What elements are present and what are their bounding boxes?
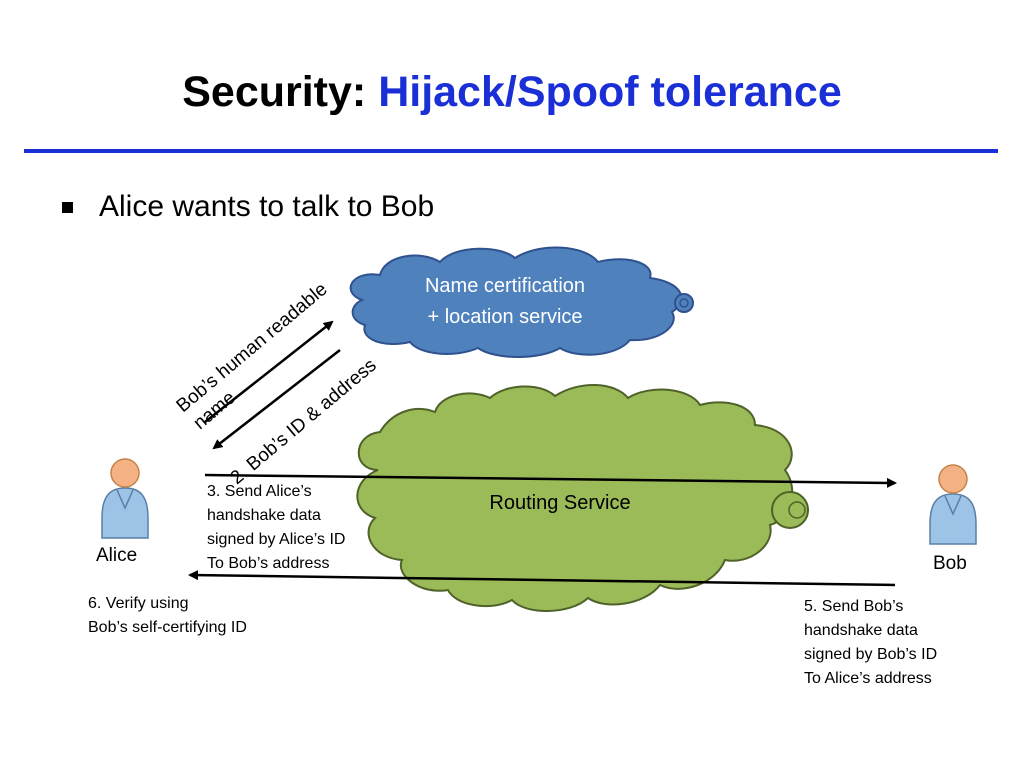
step5-line: 5. Send Bob’s <box>804 598 904 615</box>
title-accent: Hijack/Spoof tolerance <box>378 68 842 116</box>
arrow-alice-to-bob <box>204 473 897 488</box>
alice-person-icon <box>101 458 149 539</box>
square-bullet-icon <box>62 201 73 213</box>
step3-line: handshake data <box>207 507 321 524</box>
step5-line: signed by Bob’s ID <box>804 646 938 663</box>
bullet-text: Alice wants to talk to Bob <box>99 190 435 223</box>
step3-line: To Bob’s address <box>207 555 330 572</box>
step6-line: 6. Verify using <box>88 595 189 612</box>
step3-line: 3. Send Alice’s <box>207 483 312 500</box>
arrow-return-id-address <box>212 349 341 450</box>
routing-service-label: Routing Service <box>489 492 631 514</box>
step5-text: 5. Send Bob’s handshake data signed by B… <box>804 595 937 691</box>
step6-text: 6. Verify using Bob’s self-certifying ID <box>88 592 247 640</box>
arrow-bob-to-alice <box>188 570 896 587</box>
name-certification-cloud <box>349 246 694 358</box>
routing-service-cloud <box>356 384 809 612</box>
bullet-item: Alice wants to talk to Bob <box>62 190 434 224</box>
name-service-line1: Name certification <box>424 275 586 297</box>
step3-text: 3. Send Alice’s handshake data signed by… <box>207 480 345 576</box>
bob-label: Bob <box>933 553 967 574</box>
step5-line: To Alice’s address <box>804 670 932 687</box>
title-prefix: Security: <box>182 68 379 116</box>
title-divider <box>24 149 998 153</box>
slide-title: Security: Hijack/Spoof tolerance <box>0 68 1024 117</box>
name-service-label: Name certification + location service <box>385 271 625 333</box>
name-service-line2: + location service <box>427 306 583 328</box>
alice-label: Alice <box>96 545 138 566</box>
step5-line: handshake data <box>804 622 918 639</box>
bob-person-icon <box>929 464 977 545</box>
step3-line: signed by Alice’s ID <box>207 531 346 548</box>
step6-line: Bob’s self-certifying ID <box>88 619 247 636</box>
arrow-request-name <box>204 320 334 423</box>
